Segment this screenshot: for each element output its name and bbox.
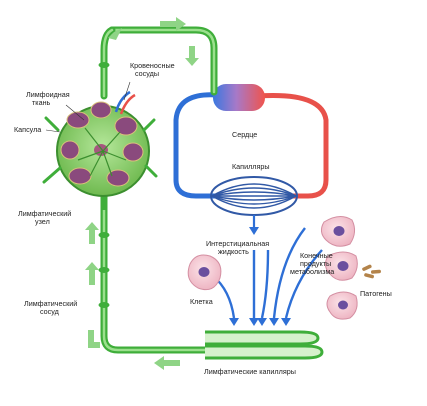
label-cell: Клетка [190, 297, 213, 306]
flow-arrow-bottom [154, 356, 180, 370]
pathogens [362, 264, 381, 279]
lymph-capillaries [205, 330, 324, 360]
flow-arrow-right [185, 46, 199, 66]
capillary-bed [210, 176, 298, 216]
flow-arrow-top [160, 17, 186, 31]
label-blood-vessels: Кровеносные сосуды [130, 61, 177, 78]
label-capsule: Капсула [14, 125, 41, 134]
heart [213, 84, 265, 111]
label-interstitial-fluid: Интерстициальная жидкость [206, 239, 271, 256]
vein-loop [173, 87, 221, 199]
labels: Кровеносные сосуды Лимфоидная ткань Капс… [14, 61, 392, 376]
capillary-outflow-arrowhead [249, 227, 259, 235]
label-heart: Сердце [232, 130, 257, 139]
label-lymphoid-tissue: Лимфоидная ткань [26, 90, 72, 107]
flow-arrows [85, 17, 199, 370]
lymph-node [42, 90, 158, 197]
node-vein [114, 90, 131, 113]
leader-lines [45, 81, 131, 133]
flow-arrow-bottom-left [88, 330, 100, 348]
lymphoid-follicles [60, 101, 144, 187]
flow-arrow-left-up-2 [85, 222, 99, 244]
label-pathogens: Патогены [360, 289, 392, 298]
node-artery [119, 93, 136, 115]
label-lymph-capillaries: Лимфатические капилляры [204, 367, 296, 376]
interstitial-arrowheads [229, 318, 291, 326]
label-lymph-vessel: Лимфатический сосуд [24, 299, 79, 316]
tissue-cells-right [320, 216, 358, 320]
label-capillaries: Капилляры [232, 162, 270, 171]
artery-loop [255, 93, 329, 199]
blood-circulation [173, 84, 329, 235]
flow-arrow-left-up [85, 262, 99, 285]
lymphatic-vessels [98, 26, 324, 360]
flow-arrow-up-top [108, 28, 122, 40]
tissue-cell-left [187, 254, 222, 291]
label-lymph-node: Лимфатический узел [18, 209, 73, 226]
label-metabolic-products: Конечные продукты метаболизма [290, 251, 335, 276]
